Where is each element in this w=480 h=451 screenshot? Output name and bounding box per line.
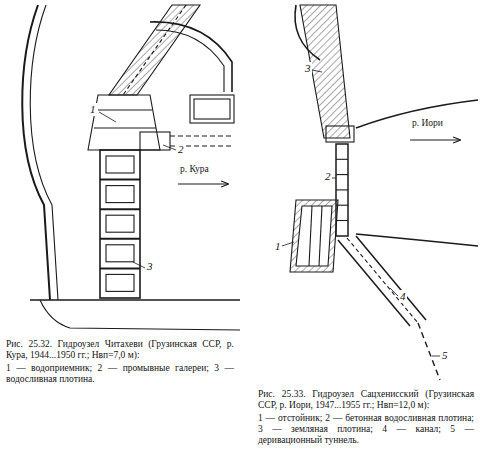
callout-number: 4 — [399, 290, 407, 303]
caption-legend: 1 — водоприемник; 2 — промывные галереи;… — [6, 363, 234, 385]
callout-number: 1 — [89, 103, 97, 116]
callout-number: 3 — [304, 62, 312, 75]
callout-number: 3 — [146, 260, 154, 273]
callout-number: 1 — [274, 240, 282, 253]
callout-number: 2 — [324, 170, 332, 183]
callout-number: 5 — [441, 349, 449, 362]
river-label: р. Кура — [180, 164, 209, 175]
left-plan — [22, 5, 240, 330]
figure-caption: Рис. 25.32. Гидроузел Читахеви (Грузинск… — [6, 339, 234, 361]
right-plan — [282, 5, 478, 380]
figure-caption: Рис. 25.33. Гидроузел Сацхенисский (Груз… — [258, 389, 474, 411]
river-label: р. Иори — [412, 118, 443, 129]
caption-legend: 1 — отстойник; 2 — бетонная водосливная … — [258, 413, 474, 446]
callout-number: 2 — [177, 143, 185, 156]
